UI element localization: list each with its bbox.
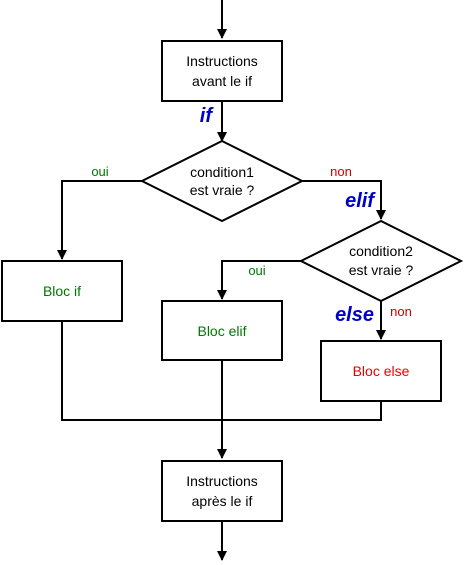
- bloc-if-box: Bloc if: [1, 260, 123, 322]
- bloc-elif-shape: [161, 300, 283, 361]
- cond2-non-label: non: [390, 304, 412, 319]
- keyword-if-label: if: [200, 105, 215, 127]
- cond1-no-arrow: [302, 180, 386, 220]
- condition1-line1: condition1: [190, 164, 254, 180]
- cond1-non-label: non: [330, 164, 352, 179]
- condition2-diamond: condition2 est vraie ?: [298, 219, 464, 303]
- bloc-else-box: Bloc else: [320, 340, 442, 402]
- bloc-elif-label: Bloc elif: [197, 323, 246, 339]
- start-box: Instructions avant le if: [161, 40, 283, 102]
- end-box-shape: [161, 460, 283, 522]
- keyword-elif-label: elif: [345, 190, 376, 212]
- keyword-else-label: else: [335, 304, 374, 326]
- condition2-line2: est vraie ?: [349, 262, 414, 278]
- end-box-line1: Instructions: [186, 473, 258, 489]
- condition1-diamond: condition1 est vraie ?: [139, 139, 305, 223]
- condition2-line1: condition2: [349, 243, 413, 259]
- condition1-line2: est vraie ?: [190, 182, 255, 198]
- bloc-else-merge-line: [222, 401, 382, 421]
- bloc-if-merge-line: [61, 321, 222, 421]
- cond1-yes-arrow: [57, 180, 142, 260]
- bloc-else-label: Bloc else: [353, 363, 410, 379]
- bloc-else-shape: [320, 340, 442, 402]
- cond2-yes-arrow: [217, 260, 301, 300]
- cond2-oui-label: oui: [248, 263, 265, 278]
- start-box-shape: [161, 40, 283, 102]
- bloc-if-label: Bloc if: [43, 283, 81, 299]
- cond1-oui-label: oui: [91, 164, 108, 179]
- connectors: [57, 0, 386, 561]
- condition1-shape: [139, 139, 305, 223]
- start-box-line2: avant le if: [192, 73, 252, 89]
- bloc-elif-box: Bloc elif: [161, 300, 283, 361]
- start-box-line1: Instructions: [186, 53, 258, 69]
- end-box-line2: après le if: [192, 493, 253, 509]
- bloc-if-shape: [1, 260, 123, 322]
- end-box: Instructions après le if: [161, 460, 283, 522]
- condition2-shape: [298, 219, 464, 303]
